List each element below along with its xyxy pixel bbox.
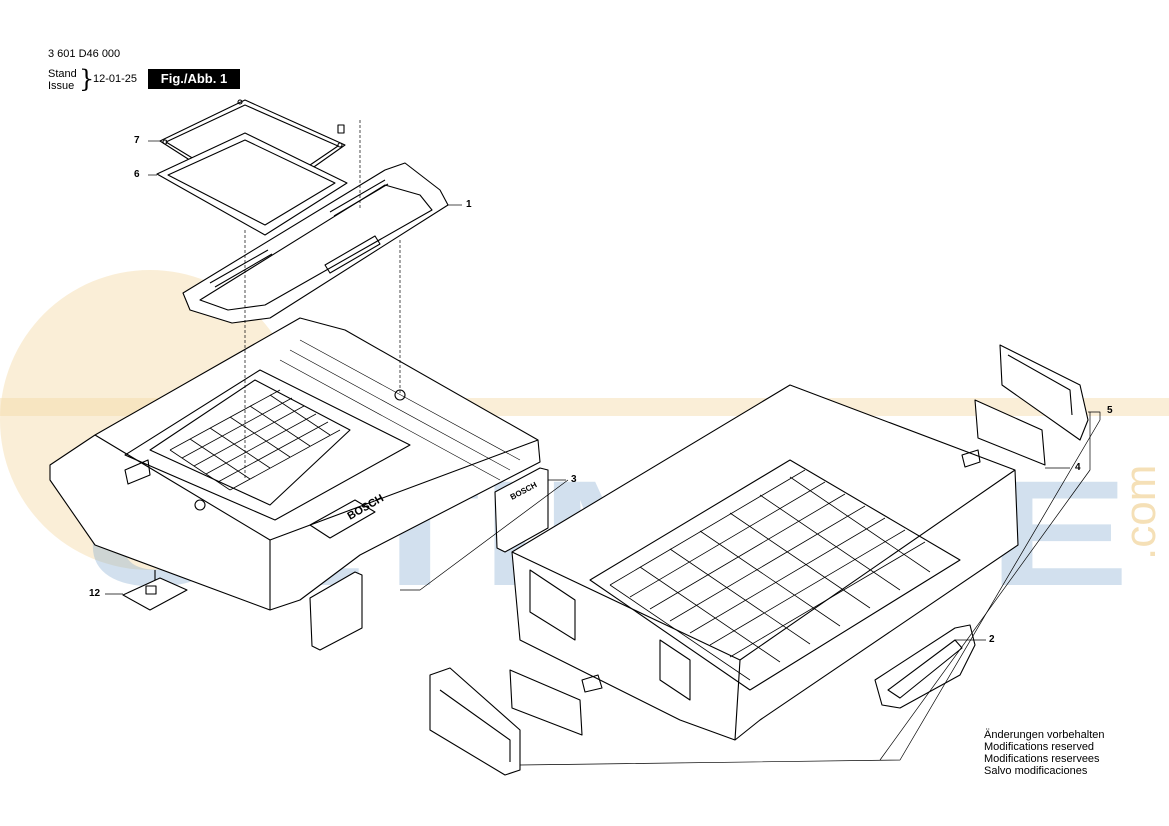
lid-assembly: BOSCH [49,317,541,611]
left-latch-assembly [429,667,603,776]
base-case [511,384,1019,741]
callout-5: 5 [1107,405,1113,416]
part-5-latch-frame [999,344,1089,441]
leader-lines [105,120,1101,766]
stand-label: Stand [48,68,77,80]
watermark-suffix: .com [1116,465,1165,560]
part-3-label-panels: BOSCH [309,467,549,651]
issue-label: Issue [48,80,75,92]
callout-2: 2 [989,634,995,645]
brace-glyph: } [79,65,95,93]
callout-7: 7 [134,135,140,146]
notice-fr: Modifications reservees [984,753,1100,765]
notice-de: Änderungen vorbehalten [984,729,1105,741]
lid-grid [169,389,341,491]
part-12-circuit-board [122,570,188,611]
figure-badge: Fig./Abb. 1 [148,69,240,89]
callout-1: 1 [466,199,472,210]
part-2-handle [874,624,976,709]
base-grid [609,469,931,681]
callout-4: 4 [1075,462,1081,473]
notice-en: Modifications reserved [984,741,1095,753]
part-6-seal [156,132,348,236]
callout-12: 12 [89,588,101,599]
part-number: 3 601 D46 000 [48,48,121,60]
callout-6: 6 [134,169,140,180]
callout-3: 3 [571,474,577,485]
part-4-latch-slide [961,399,1046,468]
notice-es: Salvo modificaciones [984,765,1088,777]
issue-date: 12-01-25 [93,73,138,85]
